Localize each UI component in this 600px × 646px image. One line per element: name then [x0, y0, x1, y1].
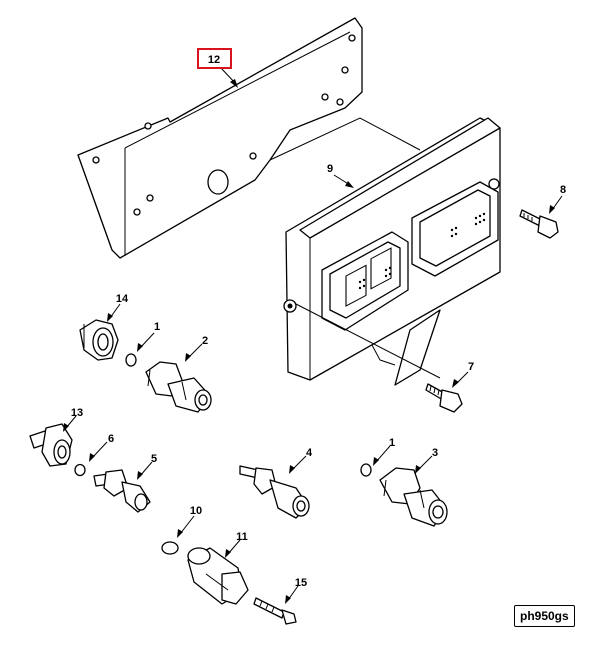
callout-7: 7	[452, 361, 474, 388]
sensor-part-2	[145, 361, 212, 413]
callout-9: 9	[327, 163, 354, 188]
bolt-part-15	[253, 597, 297, 625]
callout-label-8: 8	[560, 184, 566, 196]
callout-label-12: 12	[208, 54, 220, 66]
callout-label-7: 7	[468, 361, 474, 373]
sensor-part-5	[93, 469, 151, 513]
sensor-part-11	[187, 547, 249, 605]
callout-2: 2	[185, 335, 208, 362]
callout-label-15: 15	[295, 577, 307, 589]
callout-label-5: 5	[151, 453, 157, 465]
callout-14: 14	[107, 293, 129, 322]
sensor-part-3	[379, 467, 448, 527]
sensor-part-4	[239, 465, 310, 519]
callout-10: 10	[177, 505, 202, 538]
highlight-box-callout-12	[197, 48, 232, 69]
mounting-bracket-part	[77, 17, 421, 259]
callout-label-4: 4	[306, 447, 313, 459]
callout-label-1-upper: 1	[154, 321, 160, 333]
adapter-fitting-part-14	[79, 319, 119, 361]
callout-4: 4	[289, 447, 313, 474]
callout-label-9: 9	[327, 163, 333, 175]
o-ring-part-1-upper	[125, 353, 137, 367]
callout-6: 6	[89, 433, 114, 462]
callout-1-upper: 1	[137, 321, 160, 352]
callout-3: 3	[415, 447, 438, 474]
bolt-part-8	[519, 209, 559, 239]
callout-11: 11	[225, 531, 248, 558]
callout-8: 8	[549, 184, 566, 214]
callout-label-13: 13	[71, 407, 83, 419]
callout-label-11: 11	[236, 531, 248, 543]
fitting-part-13	[29, 423, 73, 467]
callout-label-3: 3	[432, 447, 438, 459]
callout-label-2: 2	[202, 335, 208, 347]
o-ring-part-6	[74, 463, 86, 477]
callout-15: 15	[285, 577, 307, 604]
callout-label-6: 6	[108, 433, 114, 445]
callout-13: 13	[63, 407, 83, 432]
o-ring-part-10	[161, 541, 179, 555]
callout-label-14: 14	[116, 293, 129, 305]
callout-label-1-lower: 1	[389, 437, 395, 449]
figure-reference-code: ph950gs	[514, 605, 575, 627]
callout-label-10: 10	[190, 505, 202, 517]
callout-1-lower: 1	[373, 437, 395, 466]
callout-12: 12	[208, 54, 238, 88]
callout-5: 5	[137, 453, 157, 480]
bolt-part-7	[425, 383, 463, 413]
o-ring-part-1-lower	[360, 463, 372, 477]
ecm-module-part	[283, 117, 501, 386]
